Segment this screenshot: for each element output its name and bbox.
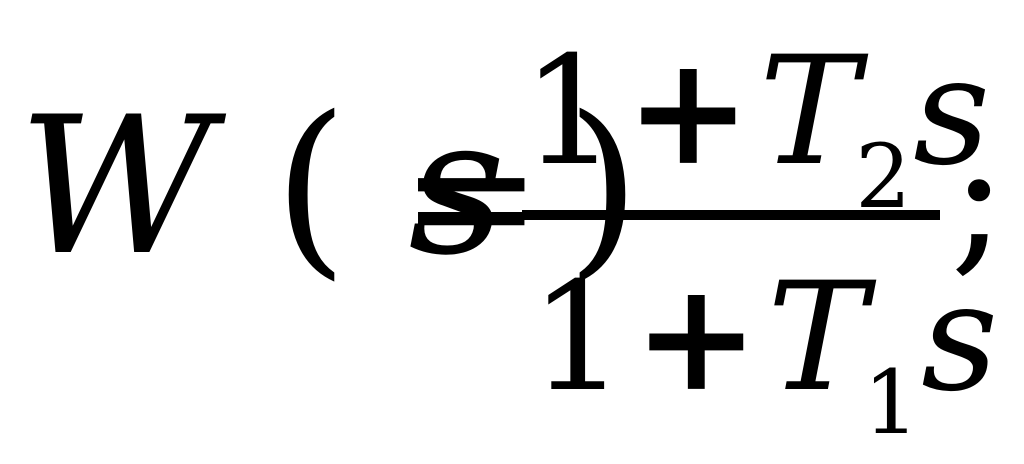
denominator-plus: + bbox=[633, 249, 760, 425]
numerator-coeff: T bbox=[759, 25, 860, 199]
formula-lhs: W ( s ) bbox=[18, 92, 640, 282]
fraction-bar bbox=[522, 210, 940, 220]
fraction-numerator: 1+T2s bbox=[522, 36, 990, 221]
denominator-coeff: T bbox=[767, 251, 868, 425]
numerator-variable: s bbox=[913, 25, 991, 199]
equals-sign: = bbox=[400, 98, 543, 296]
close-paren: ) bbox=[566, 76, 641, 297]
numerator-one: 1 bbox=[522, 25, 618, 199]
numerator-subscript: 2 bbox=[855, 125, 912, 228]
fraction-denominator: 1+T1s bbox=[530, 262, 998, 447]
lhs-variable: s bbox=[408, 76, 506, 297]
function-name: W bbox=[18, 76, 214, 297]
denominator-subscript: 1 bbox=[863, 351, 920, 454]
open-paren: ( bbox=[273, 76, 348, 297]
semicolon: ; bbox=[950, 96, 1008, 294]
denominator-one: 1 bbox=[530, 251, 626, 425]
denominator-variable: s bbox=[921, 251, 999, 425]
numerator-plus: + bbox=[625, 23, 752, 199]
